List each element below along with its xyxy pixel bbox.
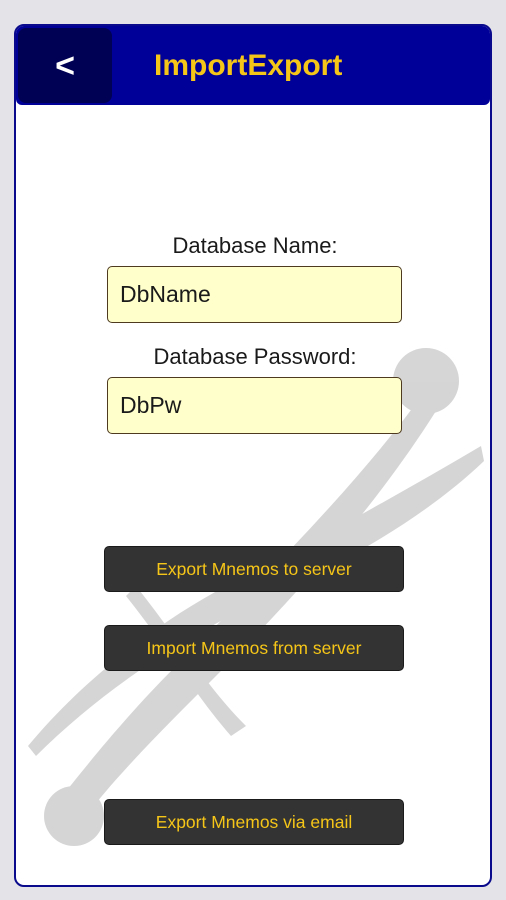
back-arrow-icon: <: [55, 46, 75, 85]
database-password-input[interactable]: [107, 377, 402, 434]
back-button[interactable]: <: [18, 28, 112, 103]
export-to-server-button[interactable]: Export Mnemos to server: [104, 546, 404, 592]
page-title: ImportExport: [154, 48, 343, 82]
logo-watermark: [28, 348, 484, 846]
app-window: < ImportExport Database Name: Database P…: [14, 24, 492, 887]
database-name-label: Database Name:: [172, 233, 338, 258]
import-from-server-button[interactable]: Import Mnemos from server: [104, 625, 404, 671]
database-password-label: Database Password:: [153, 344, 357, 369]
database-name-input[interactable]: [107, 266, 402, 323]
app-header: < ImportExport: [16, 26, 490, 105]
export-via-email-button[interactable]: Export Mnemos via email: [104, 799, 404, 845]
